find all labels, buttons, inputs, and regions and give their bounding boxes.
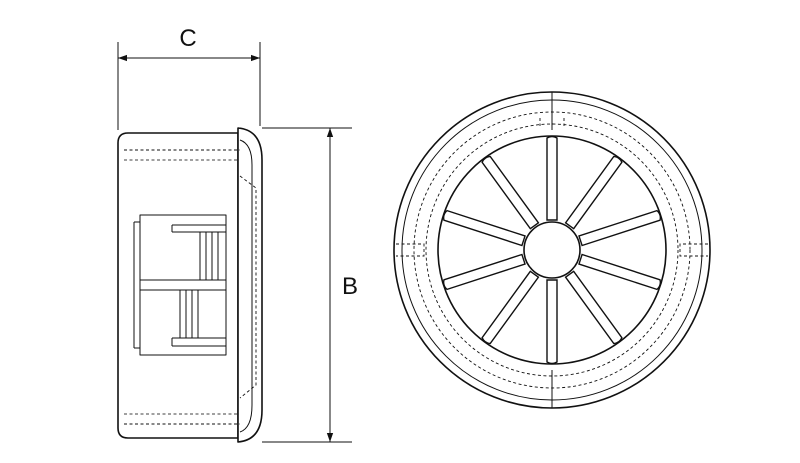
spoke (578, 253, 662, 291)
dimension-c (117, 42, 261, 130)
side-clip (133, 214, 227, 356)
spoke (481, 155, 540, 230)
spoke (442, 253, 526, 291)
dimension-c-label: C (179, 25, 196, 52)
spoke (442, 209, 526, 247)
side-hidden-lines (124, 149, 257, 425)
front-view (393, 91, 711, 409)
spoke (481, 270, 540, 345)
side-flange-inner (239, 139, 253, 433)
spoke (546, 279, 558, 365)
spoke (564, 155, 623, 230)
front-spokes (442, 135, 662, 365)
side-flange-outline (237, 127, 263, 443)
side-view (117, 127, 263, 443)
dimension-b (262, 127, 352, 443)
spoke (578, 209, 662, 247)
front-notches (396, 92, 708, 408)
spoke (564, 270, 623, 345)
side-body-outline (117, 132, 239, 439)
front-hub (523, 221, 581, 279)
spoke (546, 135, 558, 221)
front-hidden-ring-inner (425, 123, 679, 377)
dimension-b-label: B (342, 273, 358, 300)
